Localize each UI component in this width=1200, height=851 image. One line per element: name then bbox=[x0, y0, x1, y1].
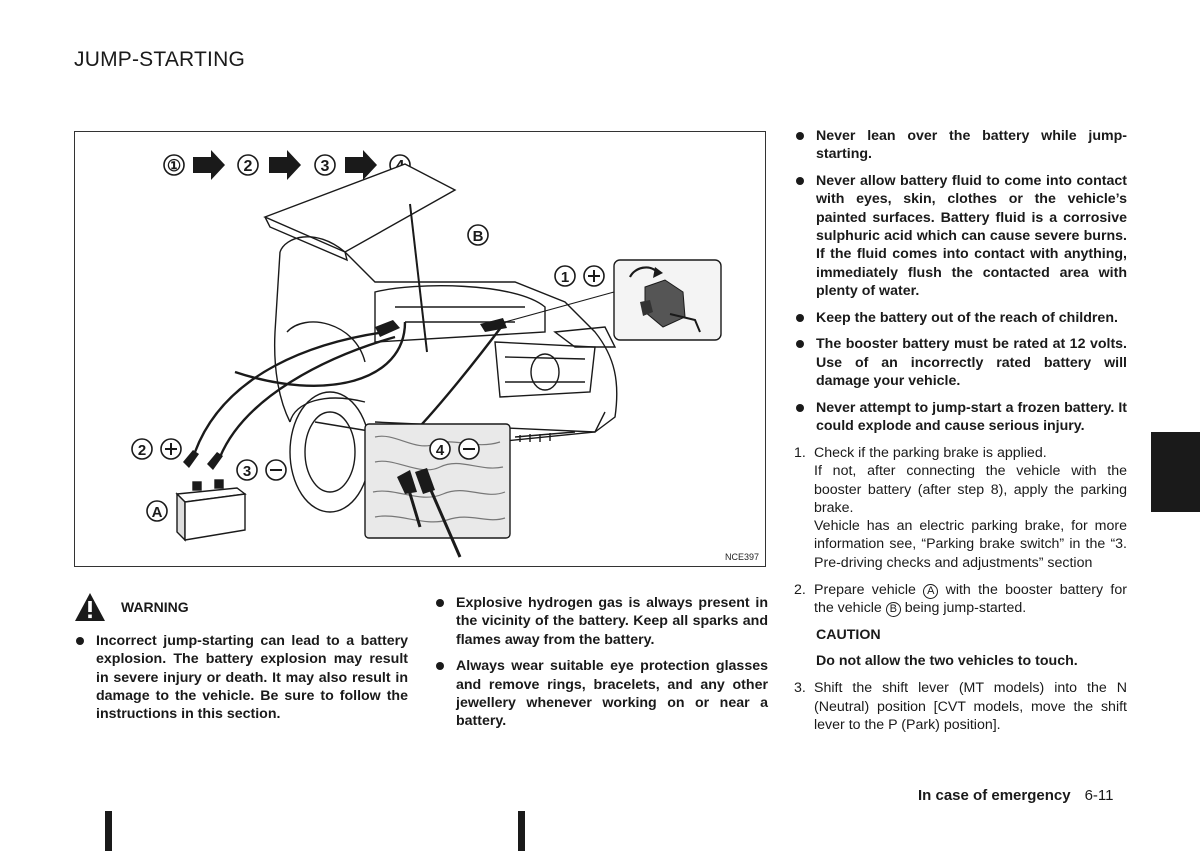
instructions-column: Never lean over the battery while jump-s… bbox=[794, 127, 1127, 743]
warning-icon bbox=[75, 593, 105, 621]
step-2-text-c: being jump-started. bbox=[904, 599, 1027, 616]
warning-bullet: Always wear suitable eye protection glas… bbox=[434, 657, 768, 730]
arrow-right-icon bbox=[345, 150, 377, 180]
step-number: 2. bbox=[794, 581, 806, 598]
svg-text:2: 2 bbox=[244, 158, 253, 175]
step-2: 2. Prepare vehicle A with the booster ba… bbox=[794, 581, 1127, 618]
car-drawing bbox=[263, 163, 618, 513]
label-b: B bbox=[473, 228, 484, 245]
step-number: 1. bbox=[794, 444, 806, 461]
caution-heading: CAUTION bbox=[816, 626, 881, 643]
step-1-detail: If not, after connecting the vehicle wit… bbox=[814, 463, 1127, 516]
section-name: In case of emergency bbox=[918, 787, 1071, 804]
svg-text:2: 2 bbox=[138, 442, 146, 459]
vehicle-a-marker: A bbox=[923, 583, 939, 599]
warning-continued-column: Explosive hydrogen gas is always present… bbox=[434, 594, 768, 739]
svg-text:4: 4 bbox=[436, 442, 445, 459]
figure-code: NCE397 bbox=[724, 552, 759, 562]
page-title: JUMP-STARTING bbox=[74, 48, 245, 71]
vehicle-b-marker: B bbox=[885, 601, 901, 617]
step-1-text: Check if the parking brake is applied. bbox=[814, 444, 1047, 461]
jump-start-figure: ① 2 3 4 bbox=[74, 131, 766, 567]
crop-mark bbox=[518, 811, 525, 851]
page-footer: In case of emergency 6-11 bbox=[918, 787, 1114, 804]
warning-bullet: Keep the battery out of the reach of chi… bbox=[794, 309, 1127, 327]
warning-heading: WARNING bbox=[121, 598, 189, 615]
inset-ground-point: 4 bbox=[364, 423, 511, 558]
step-2-text-a: Prepare vehicle bbox=[814, 581, 916, 598]
step-1: 1. Check if the parking brake is applied… bbox=[794, 444, 1127, 572]
jump-start-illustration: ① 2 3 4 bbox=[131, 150, 722, 558]
warning-header: WARNING bbox=[74, 592, 408, 622]
svg-text:3: 3 bbox=[243, 463, 251, 480]
warning-column: WARNING Incorrect jump-starting can lead… bbox=[74, 592, 408, 732]
inset-positive-terminal bbox=[504, 259, 722, 341]
warning-bullet: Explosive hydrogen gas is always present… bbox=[434, 594, 768, 649]
svg-text:3: 3 bbox=[321, 158, 330, 175]
page-number: 6-11 bbox=[1084, 787, 1114, 804]
step-3-text: Shift the shift lever (MT models) into t… bbox=[814, 680, 1127, 733]
warning-bullet: The booster battery must be rated at 12 … bbox=[794, 335, 1127, 390]
warning-bullet: Never allow battery fluid to come into c… bbox=[794, 172, 1127, 300]
arrow-right-icon bbox=[269, 150, 301, 180]
step-2-text-b: with the booster battery for the vehicle bbox=[814, 581, 1127, 616]
svg-text:1: 1 bbox=[561, 269, 569, 286]
warning-bullet: Incorrect jump-starting can lead to a ba… bbox=[74, 632, 408, 723]
caution-text: Do not allow the two vehicles to touch. bbox=[816, 653, 1078, 670]
cable-clamps bbox=[183, 318, 507, 470]
step-number: 3. bbox=[794, 680, 806, 697]
label-a: A bbox=[152, 504, 163, 521]
crop-mark bbox=[105, 811, 112, 851]
warning-bullet: Never lean over the battery while jump-s… bbox=[794, 127, 1127, 164]
arrow-right-icon bbox=[193, 150, 225, 180]
step-3: 3. Shift the shift lever (MT models) int… bbox=[794, 679, 1127, 734]
warning-bullet: Never attempt to jump-start a frozen bat… bbox=[794, 399, 1127, 436]
chapter-tab bbox=[1151, 432, 1200, 512]
seq-1: ① bbox=[167, 158, 181, 175]
step-1-note: Vehicle has an electric parking brake, f… bbox=[814, 518, 1127, 571]
booster-battery bbox=[175, 479, 247, 542]
